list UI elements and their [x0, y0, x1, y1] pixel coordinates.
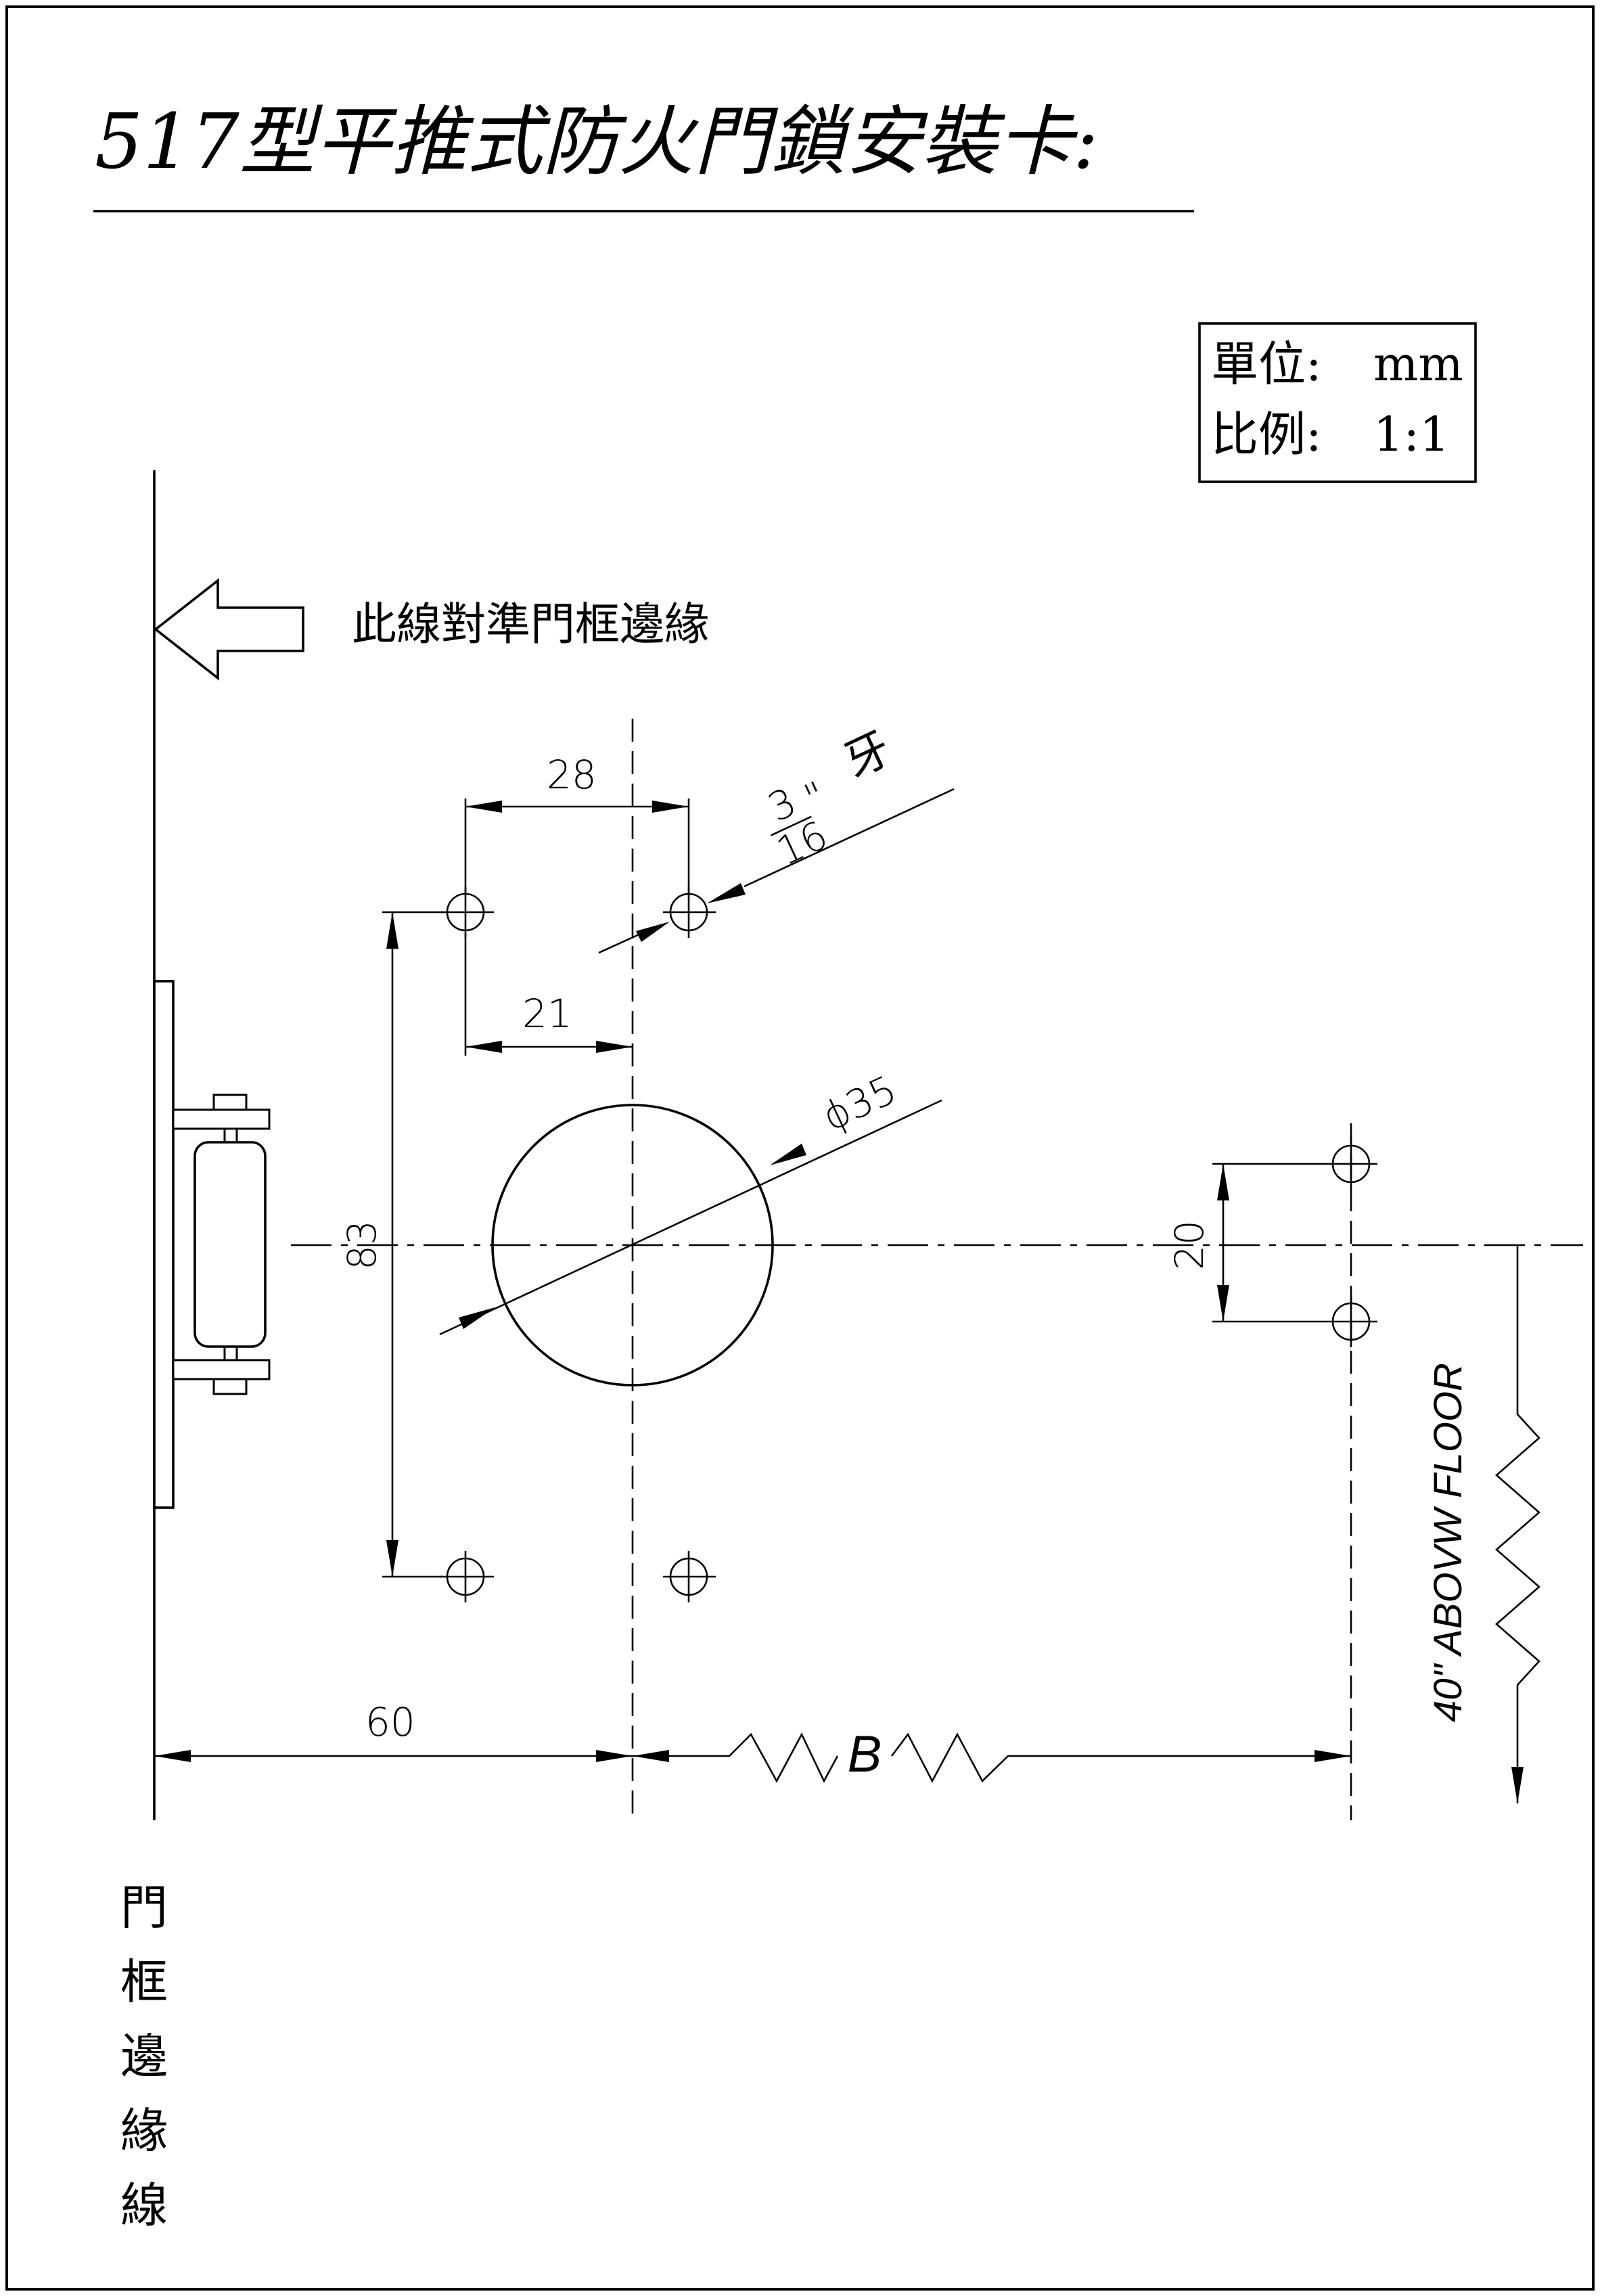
- svg-text:28: 28: [547, 752, 597, 798]
- dimension-height-above-floor: 40" ABOVW FLOOR: [1426, 1245, 1540, 1803]
- dimension-offset-21: 21: [464, 934, 633, 1056]
- dimension-strike-spacing-20: 20: [1166, 1163, 1326, 1323]
- strike-hole-top: [1326, 1138, 1377, 1190]
- frame-edge-callout: 此線對準門框邊緣: [352, 598, 709, 650]
- dimension-hole-spacing-28: 28: [464, 752, 690, 893]
- dimension-vertical-spacing-83: 83: [339, 911, 443, 1578]
- svg-text:牙: 牙: [836, 722, 898, 788]
- svg-text:邊: 邊: [120, 2029, 168, 2084]
- svg-text:門: 門: [120, 1880, 168, 1935]
- unit-value: mm: [1373, 336, 1463, 392]
- unit-label: 單位:: [1211, 336, 1322, 392]
- dimension-backset-60: 60: [154, 1699, 633, 1762]
- svg-text:B: B: [848, 1726, 882, 1783]
- svg-text:83: 83: [339, 1220, 385, 1270]
- svg-text:": ": [797, 772, 833, 821]
- scale-value: 1:1: [1373, 407, 1450, 462]
- sheet-border: [5, 5, 1595, 2291]
- mounting-hole-bottom-right: [663, 1551, 716, 1602]
- svg-text:40" ABOVW FLOOR: 40" ABOVW FLOOR: [1426, 1363, 1470, 1722]
- dimension-distance-b: B: [633, 1726, 1351, 1783]
- page-title: 517型平推式防火門鎖安裝卡:: [95, 98, 1099, 186]
- mounting-hole-top-left: [441, 886, 494, 938]
- lock-body-side-view: [153, 980, 271, 1509]
- mounting-hole-top-right: [663, 886, 716, 938]
- frame-edge-vertical-label: 門 框 邊 緣 線: [120, 1880, 168, 2233]
- svg-text:20: 20: [1166, 1220, 1212, 1270]
- mounting-hole-bottom-left: [440, 1551, 494, 1602]
- dimension-thread-leader: 3 16 " 牙: [598, 722, 955, 954]
- cylinder-bore: [491, 1104, 774, 1387]
- scale-label: 比例:: [1211, 407, 1322, 462]
- svg-text:ϕ35: ϕ35: [815, 1066, 903, 1140]
- strike-hole-bottom: [1326, 1296, 1377, 1347]
- frame-edge-arrow-icon: [154, 578, 304, 681]
- svg-text:線: 線: [120, 2178, 168, 2233]
- svg-text:21: 21: [522, 991, 572, 1037]
- units-box: 單位: mm 比例: 1:1: [1198, 322, 1477, 483]
- dimension-diameter-35: ϕ35: [439, 1066, 942, 1336]
- svg-text:緣: 緣: [120, 2103, 168, 2159]
- svg-text:框: 框: [120, 1954, 168, 2010]
- svg-text:60: 60: [365, 1699, 415, 1745]
